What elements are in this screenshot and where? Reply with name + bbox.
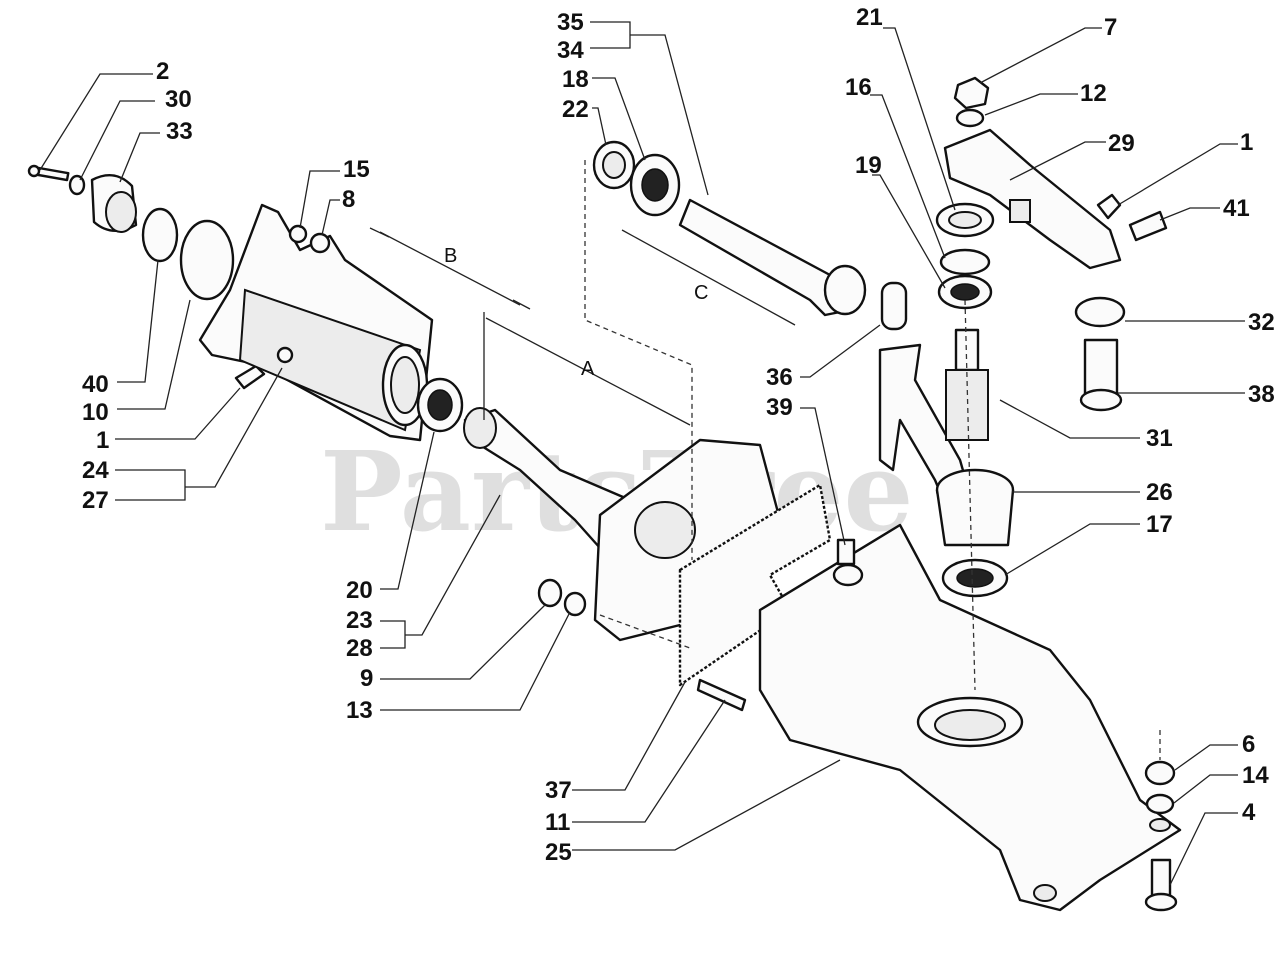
- callout-28: 28: [346, 635, 373, 662]
- callout-33: 33: [166, 118, 193, 145]
- callout-2: 2: [156, 58, 169, 85]
- callout-26: 26: [1146, 479, 1173, 506]
- gear-26-drawing: [935, 468, 1015, 547]
- callout-9: 9: [360, 665, 373, 692]
- callout-32: 32: [1248, 309, 1275, 336]
- washer-30-drawing: [68, 174, 86, 196]
- callout-25: 25: [545, 839, 572, 866]
- callout-1-right: 1: [1240, 129, 1253, 156]
- callout-29: 29: [1108, 130, 1135, 157]
- part-callouts: 2 30 33 40 10 1 24 27 15 8 20 23 28 9 13…: [82, 4, 1275, 866]
- bearing-17-drawing: [941, 558, 1009, 598]
- tube-housing-24-drawing: [198, 203, 434, 442]
- part-drawings: [27, 76, 1182, 912]
- ring-16-drawing: [939, 248, 991, 276]
- callout-18: 18: [562, 66, 589, 93]
- nut-8-drawing: [309, 232, 331, 254]
- bolt-4-drawing: [1144, 858, 1178, 912]
- shaft-34-drawing: [678, 198, 867, 317]
- washer-15-drawing: [288, 224, 308, 244]
- callout-1: 1: [96, 427, 109, 454]
- fitting-top-drawing: [1096, 193, 1122, 220]
- callout-41: 41: [1223, 195, 1250, 222]
- callout-16: 16: [845, 74, 872, 101]
- callout-38: 38: [1248, 381, 1275, 408]
- arm-29-drawing: [943, 128, 1122, 270]
- callout-4: 4: [1242, 799, 1256, 826]
- callout-23: 23: [346, 607, 373, 634]
- bearing-18-drawing: [629, 153, 681, 217]
- dimension-b-label: B: [444, 245, 457, 267]
- coupling-33-drawing: [90, 174, 138, 233]
- callout-17: 17: [1146, 511, 1173, 538]
- assembly-axis-lines: [584, 160, 1161, 760]
- nut-7-drawing: [953, 76, 990, 110]
- leader-lines: [39, 21, 1245, 886]
- screw-2-drawing: [27, 164, 70, 182]
- callout-31: 31: [1146, 425, 1173, 452]
- ring-40-drawing: [141, 207, 179, 263]
- fitting-1-drawing: [234, 364, 266, 390]
- callout-8: 8: [342, 186, 355, 213]
- callout-12: 12: [1080, 80, 1107, 107]
- gearbox-housing-25-drawing: [593, 438, 1182, 912]
- bearing-21-drawing: [935, 202, 995, 238]
- nut-6-drawing: [1144, 760, 1176, 786]
- callout-24: 24: [82, 457, 109, 484]
- nut-9-drawing: [537, 578, 563, 608]
- stud-11-drawing: [696, 678, 747, 712]
- dimension-lines: B A C: [369, 227, 796, 426]
- screw-41-drawing: [1128, 210, 1168, 242]
- callout-22: 22: [562, 96, 589, 123]
- callout-37: 37: [545, 777, 572, 804]
- washer-32-drawing: [1074, 296, 1126, 328]
- oring-10-drawing: [179, 219, 235, 301]
- dimension-a-label: A: [581, 358, 595, 380]
- bearing-19-drawing: [937, 274, 993, 310]
- callout-40: 40: [82, 371, 109, 398]
- callout-21: 21: [856, 4, 883, 31]
- washer-14-drawing: [1145, 793, 1175, 815]
- callout-7: 7: [1104, 14, 1117, 41]
- callout-14: 14: [1242, 762, 1269, 789]
- callout-27: 27: [82, 487, 109, 514]
- bearing-20-drawing: [416, 377, 464, 433]
- seal-22-drawing: [592, 140, 636, 190]
- spindle-38-drawing: [1079, 338, 1123, 412]
- callout-11: 11: [545, 809, 570, 836]
- bolt-39-drawing: [832, 538, 864, 587]
- callout-36: 36: [766, 364, 793, 391]
- dimension-c-label: C: [694, 282, 708, 304]
- callout-6: 6: [1242, 731, 1255, 758]
- washer-12-drawing: [955, 108, 985, 128]
- washer-13-drawing: [563, 591, 587, 617]
- callout-34: 34: [557, 37, 584, 64]
- callout-30: 30: [165, 86, 192, 113]
- callout-39: 39: [766, 394, 793, 421]
- callout-20: 20: [346, 577, 373, 604]
- pin-36-drawing: [880, 281, 908, 331]
- callout-15: 15: [343, 156, 370, 183]
- callout-19: 19: [855, 152, 882, 179]
- callout-10: 10: [82, 399, 109, 426]
- callout-13: 13: [346, 697, 373, 724]
- callout-35: 35: [557, 9, 584, 36]
